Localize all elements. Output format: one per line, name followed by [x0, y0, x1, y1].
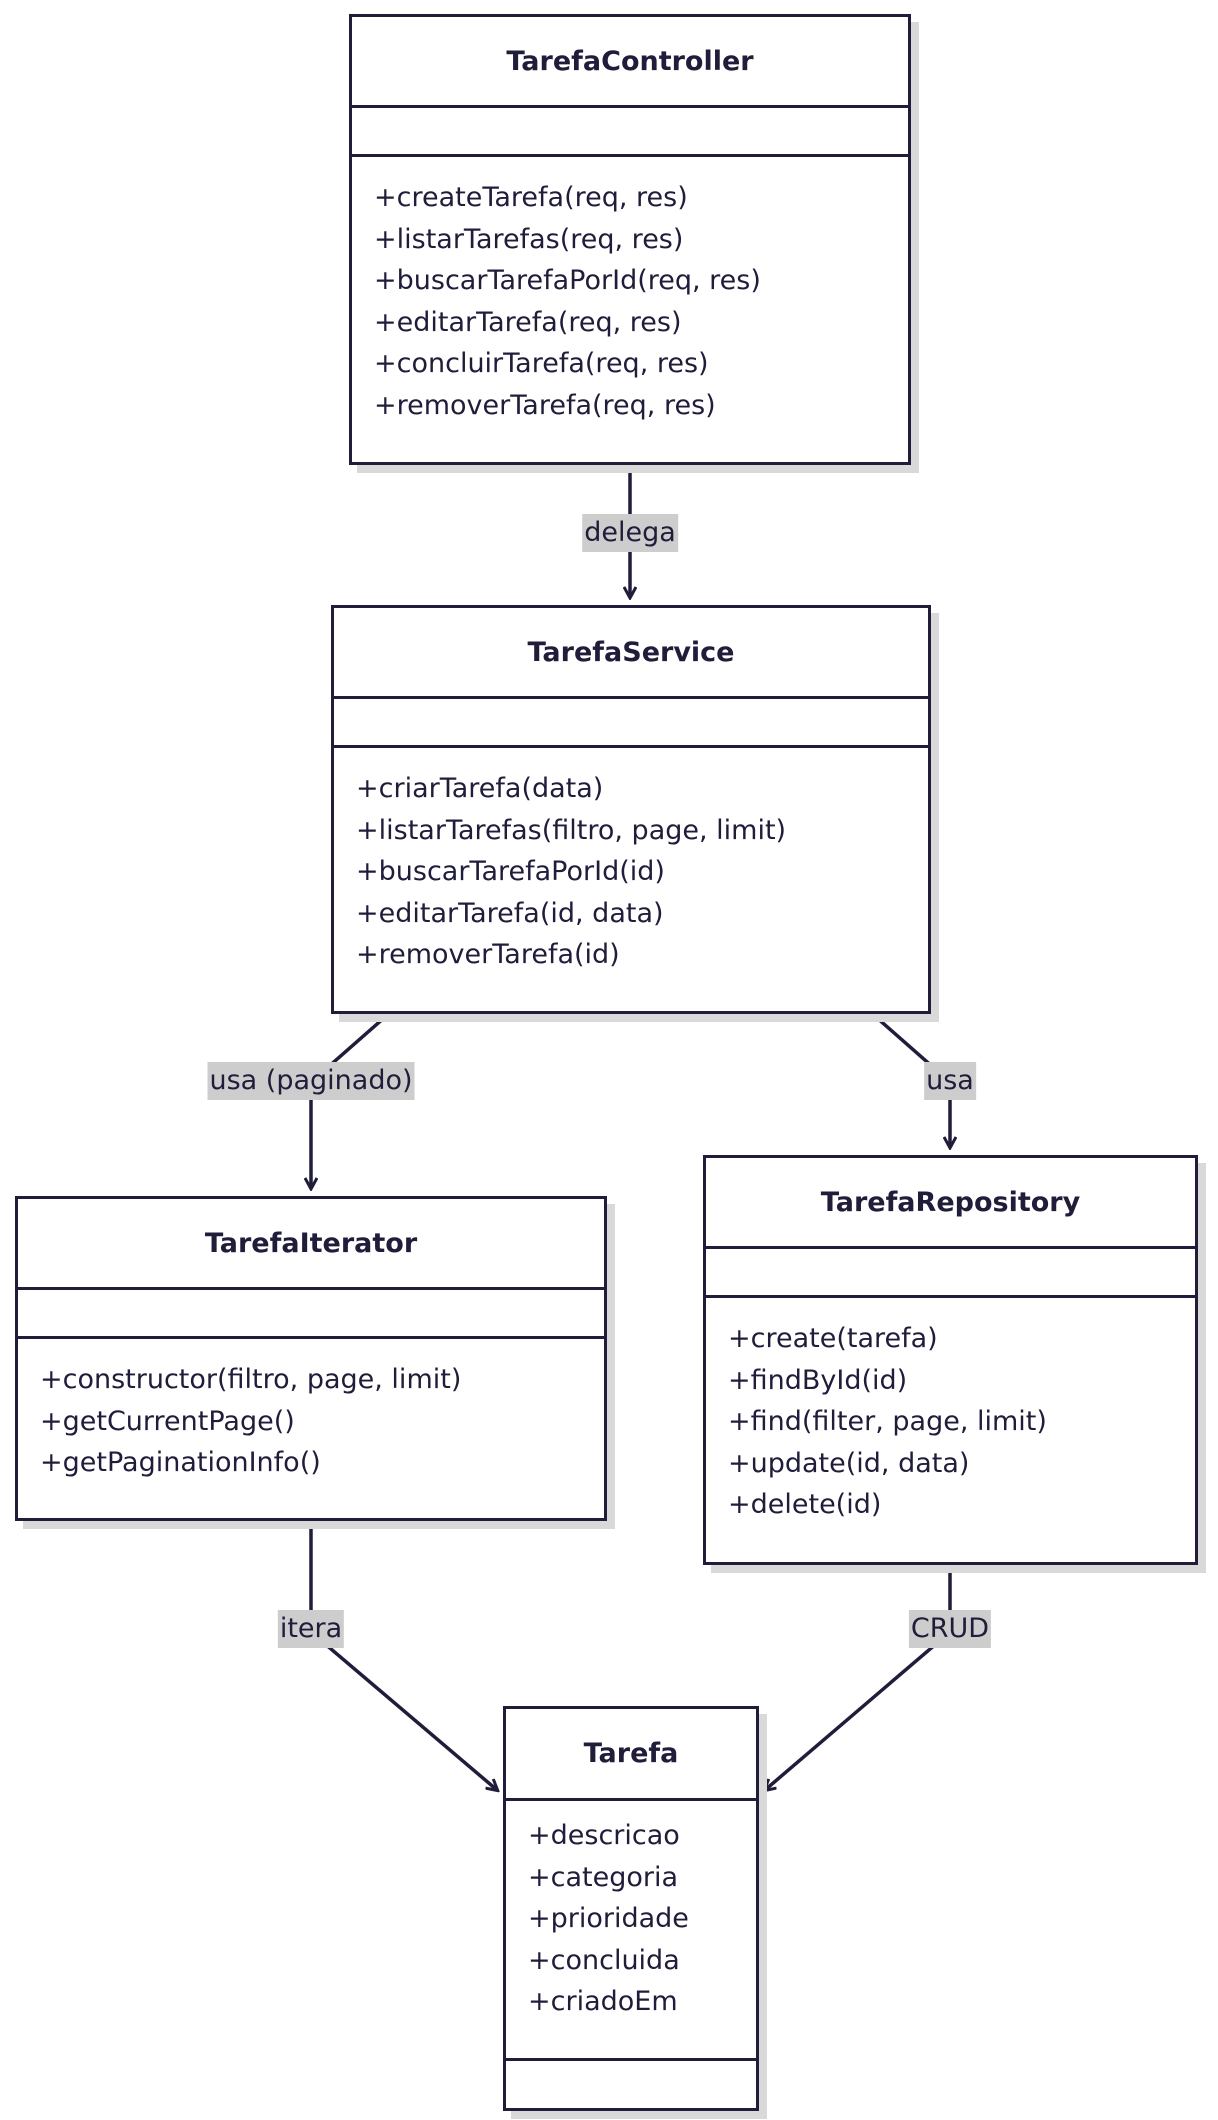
edge-iterator-tarefa — [309, 1517, 497, 1790]
method: +editarTarefa(req, res) — [374, 306, 682, 338]
class-box-tarefa-controller: TarefaController +createTarefa(req, res)… — [349, 14, 911, 465]
edge-label-itera: itera — [277, 1610, 345, 1648]
class-box-tarefa-iterator: TarefaIterator +constructor(filtro, page… — [15, 1196, 607, 1521]
methods-compartment: +create(tarefa) +findById(id) +find(filt… — [706, 1298, 1195, 1526]
class-name: TarefaService — [334, 608, 928, 699]
method: +removerTarefa(req, res) — [374, 389, 716, 421]
attribute: +criadoEm — [528, 1986, 678, 2017]
attributes-compartment — [18, 1290, 604, 1339]
edge-repository-tarefa — [765, 1562, 952, 1790]
method: +update(id, data) — [728, 1447, 970, 1479]
class-name: TarefaIterator — [18, 1199, 604, 1290]
edge-label-delega: delega — [582, 514, 678, 552]
method: +getPaginationInfo() — [40, 1447, 321, 1478]
class-box-tarefa-repository: TarefaRepository +create(tarefa) +findBy… — [703, 1155, 1198, 1565]
method: +removerTarefa(id) — [356, 939, 620, 970]
attribute: +descricao — [528, 1820, 680, 1851]
attributes-compartment — [706, 1249, 1195, 1298]
class-name: TarefaController — [352, 17, 908, 108]
methods-compartment: +constructor(filtro, page, limit) +getCu… — [18, 1339, 604, 1484]
method: +constructor(filtro, page, limit) — [40, 1364, 462, 1395]
method: +find(filter, page, limit) — [728, 1406, 1047, 1437]
attribute: +categoria — [528, 1861, 679, 1893]
class-name: Tarefa — [506, 1709, 756, 1801]
attribute: +prioridade — [528, 1903, 689, 1934]
attributes-compartment — [334, 699, 928, 748]
method: +getCurrentPage() — [40, 1405, 295, 1437]
method: +editarTarefa(id, data) — [356, 897, 664, 929]
edge-label-usa-paginado: usa (paginado) — [207, 1062, 415, 1100]
edge-label-usa: usa — [924, 1062, 976, 1100]
method: +create(tarefa) — [728, 1323, 938, 1354]
class-box-tarefa-service: TarefaService +criarTarefa(data) +listar… — [331, 605, 931, 1014]
method: +concluirTarefa(req, res) — [374, 348, 709, 379]
method: +findById(id) — [728, 1364, 908, 1396]
attribute: +concluida — [528, 1944, 680, 1976]
method: +delete(id) — [728, 1489, 882, 1520]
attributes-compartment: +descricao +categoria +prioridade +concl… — [506, 1801, 756, 2061]
method: +listarTarefas(req, res) — [374, 223, 684, 255]
methods-compartment: +createTarefa(req, res) +listarTarefas(r… — [352, 157, 908, 426]
class-name: TarefaRepository — [706, 1158, 1195, 1249]
method: +criarTarefa(data) — [356, 773, 604, 804]
method: +buscarTarefaPorId(req, res) — [374, 265, 761, 296]
method: +buscarTarefaPorId(id) — [356, 856, 665, 887]
attributes-compartment — [352, 108, 908, 157]
methods-compartment: +criarTarefa(data) +listarTarefas(filtro… — [334, 748, 928, 976]
method: +listarTarefas(filtro, page, limit) — [356, 814, 787, 846]
class-box-tarefa: Tarefa +descricao +categoria +prioridade… — [503, 1706, 759, 2111]
edge-label-crud: CRUD — [908, 1610, 992, 1648]
method: +createTarefa(req, res) — [374, 182, 688, 213]
